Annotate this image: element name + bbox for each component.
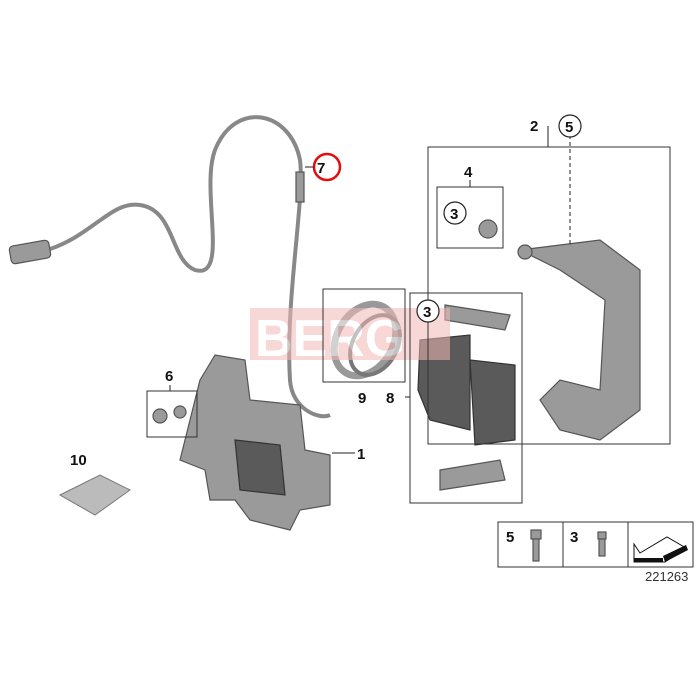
bolt-icon <box>530 529 542 562</box>
callout-2: 2 <box>530 118 538 135</box>
callout-10: 10 <box>70 452 87 469</box>
svg-text:BERG: BERG <box>255 310 405 368</box>
callout-7: 7 <box>317 160 325 177</box>
callout-3b: 3 <box>423 304 431 321</box>
group-box-6 <box>146 390 198 438</box>
callout-6: 6 <box>165 368 173 385</box>
callout-4: 4 <box>464 164 473 181</box>
callout-9: 9 <box>358 390 366 407</box>
legend-table: 5 3 <box>497 521 694 568</box>
callout-1: 1 <box>357 446 365 463</box>
group-box-9 <box>322 288 406 383</box>
guide-bolt-set[interactable] <box>152 405 187 424</box>
diagram-number: 221263 <box>645 569 688 584</box>
callout-8: 8 <box>386 390 394 407</box>
brake-caliper[interactable] <box>179 354 331 531</box>
watermark-logo: BERG <box>250 308 450 368</box>
screw-icon <box>597 531 607 557</box>
group-box-8 <box>409 292 523 504</box>
bush[interactable] <box>478 219 498 239</box>
legend-item-5: 5 <box>506 529 514 546</box>
caliper-carrier[interactable] <box>517 239 641 441</box>
legend-item-3: 3 <box>570 529 578 546</box>
group-box-2 <box>427 146 671 445</box>
grease-packet[interactable] <box>58 474 131 516</box>
callout-5: 5 <box>565 119 573 136</box>
direction-arrow-icon <box>633 536 688 563</box>
callout-3a: 3 <box>450 206 458 223</box>
